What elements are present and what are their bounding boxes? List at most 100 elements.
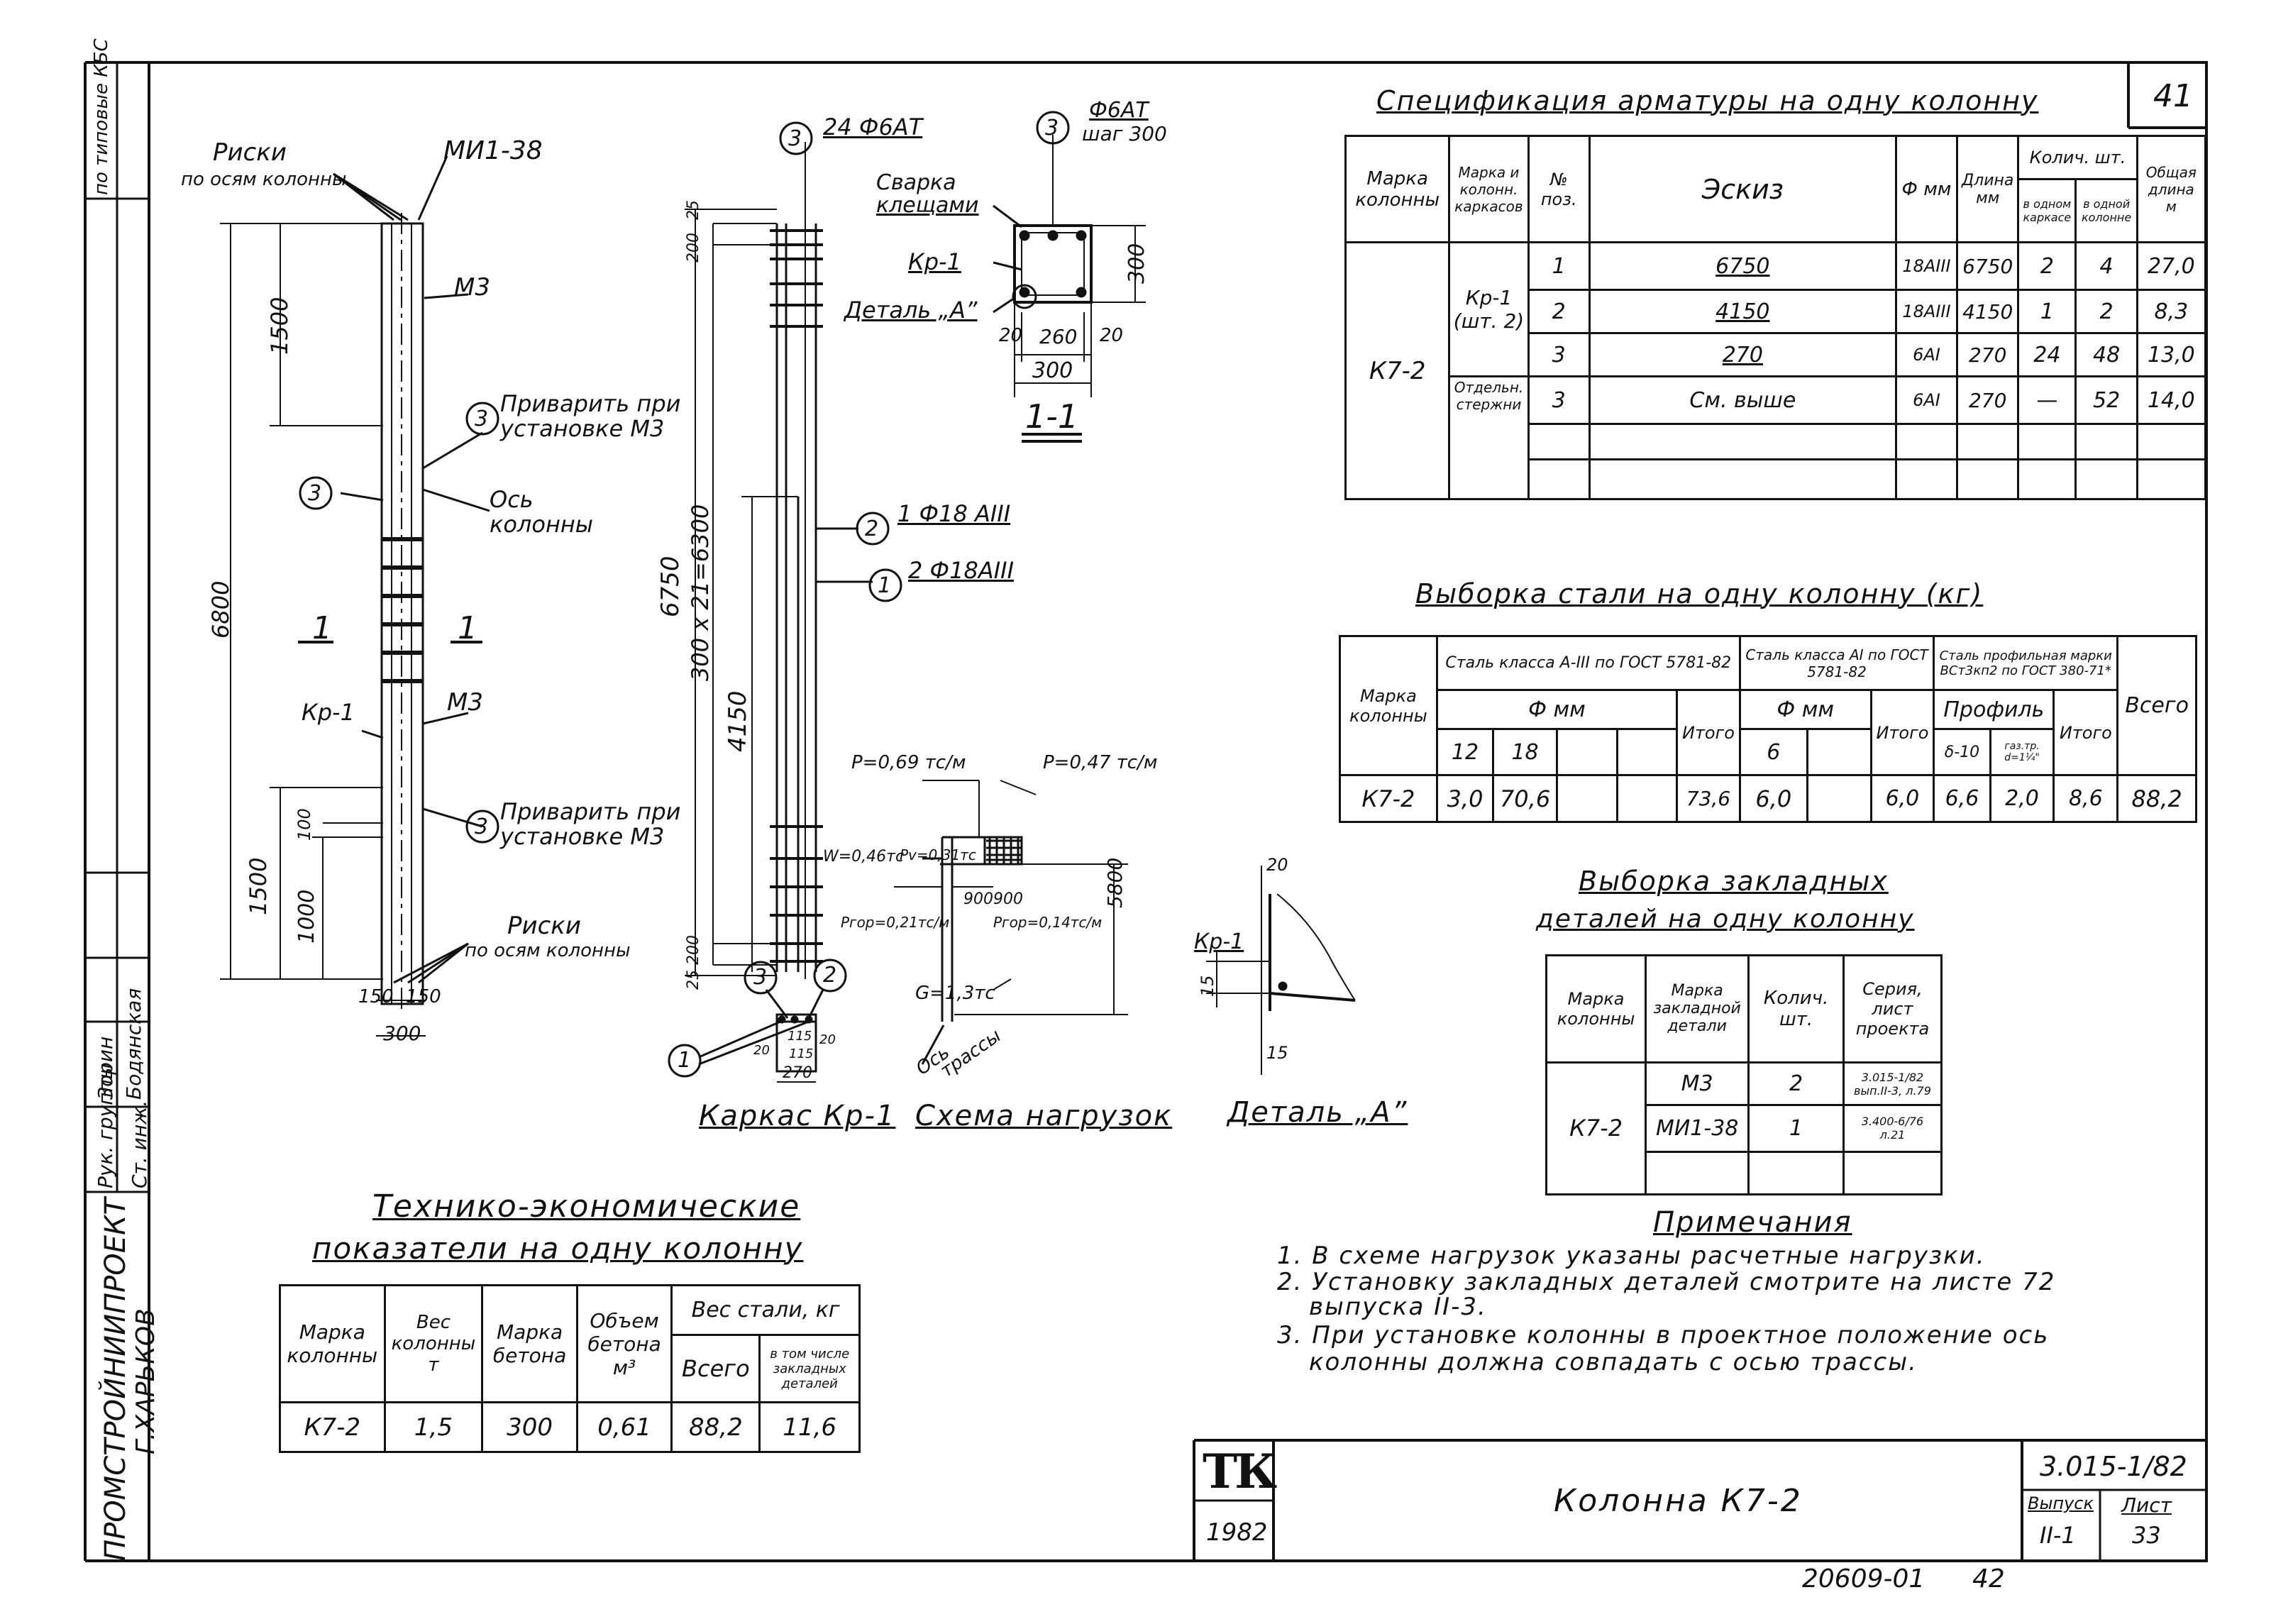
tech-row-vol: 0,61	[575, 1401, 673, 1453]
tech-row-mark: К7-2	[279, 1401, 386, 1453]
archive-no: 20609-01	[1802, 1564, 1925, 1593]
sec-bar2: шаг 300	[1082, 122, 1167, 145]
strip-name-2: Бодянская	[122, 988, 145, 1100]
emb-title2: деталей на одну колонну	[1536, 905, 1915, 934]
frame-caption: Каркас Кр-1	[699, 1100, 896, 1132]
spec-sketch-0: 6750	[1588, 241, 1897, 292]
release-value: II-1	[2040, 1522, 2076, 1549]
mi-label: МИ1-38	[443, 136, 543, 165]
spec-h-len: Длина мм	[1956, 134, 2020, 244]
emb-qty-1: 1	[1747, 1104, 1845, 1153]
load-pgr2: Pгор=0,14тс/м	[993, 914, 1103, 931]
strip-name-1: Зорин	[94, 1036, 117, 1100]
load-pv: Pv=0,31тс	[900, 846, 976, 863]
small-sec-d270: 270	[783, 1064, 812, 1082]
spec-pos-2: 3	[1527, 332, 1591, 378]
detail-frame: Кр-1	[1194, 929, 1244, 954]
m3-top: М3	[454, 273, 490, 302]
steel-h-vsego: Всего	[2116, 634, 2197, 777]
dim-200-bot: 200	[685, 935, 702, 965]
sec-detail: Деталь „А”	[844, 297, 978, 324]
sec-dim-20a: 20	[999, 325, 1023, 346]
load-d1: 900	[963, 890, 993, 908]
spec-len-0: 6750	[1956, 241, 2020, 292]
dim-100: 100	[294, 808, 314, 841]
tech-h-steel: Вес стали, кг	[670, 1284, 861, 1336]
sec-dim-20b: 20	[1100, 325, 1124, 346]
load-height: 5800	[1103, 857, 1127, 908]
sheet-code: 3.015-1/82	[2040, 1451, 2187, 1482]
spec-q1-1: 1	[2017, 289, 2077, 335]
sec-caption: 1-1	[1025, 397, 1079, 436]
riski-bottom-sub: по осям колонны	[465, 940, 631, 961]
tech-row-all: 88,2	[670, 1401, 761, 1453]
sheet-year: 1982	[1206, 1518, 1268, 1547]
spec-q1-3: —	[2017, 375, 2077, 426]
weld-text-top: Приварить при	[500, 390, 681, 417]
steel-d18: 18	[1492, 727, 1558, 777]
sec-weld: Сварка	[876, 170, 956, 195]
tech-row-weight: 1,5	[383, 1401, 484, 1453]
callout-frame-2: 2	[865, 517, 879, 541]
spec-sketch-1: 4150	[1588, 289, 1897, 335]
spec-pos-0: 1	[1527, 241, 1591, 292]
detail-caption: Деталь „А”	[1227, 1096, 1408, 1129]
spec-sketch-3: См. выше	[1588, 375, 1897, 426]
spec-pos-3: 3	[1527, 375, 1591, 426]
tech-table: Марка колонны Вес колонны т Марка бетона…	[279, 1284, 861, 1453]
callout-3b: 3	[308, 481, 322, 506]
steel-row-mark: К7-2	[1339, 774, 1438, 823]
frame-label-col: Кр-1	[302, 699, 355, 726]
note-3: 3. При установке колонны в проектное пол…	[1277, 1321, 2050, 1349]
emb-h-mark: Марка колонны	[1545, 954, 1647, 1064]
detail-a	[1206, 866, 1356, 1075]
sec-callout-3: 3	[1045, 116, 1059, 140]
spec-dia-2: 6АI	[1894, 332, 1959, 378]
dim-150b: 150	[406, 986, 441, 1007]
emb-ser-1: 3.400-6/76 л.21	[1842, 1104, 1943, 1153]
tk-logo: ТК	[1203, 1444, 1277, 1499]
load-pgr1: Pгор=0,21тс/м	[841, 914, 950, 931]
steel-h-mark: Марка колонны	[1339, 634, 1438, 777]
spec-h-mark: Марка колонны	[1344, 134, 1451, 244]
axis-label: Ось	[490, 486, 534, 513]
spec-h-dia: Ф мм	[1894, 134, 1959, 244]
load-g: G=1,3тс	[915, 983, 995, 1004]
emb-title: Выборка закладных	[1579, 866, 1889, 897]
tech-title: Технико-экономические	[372, 1188, 801, 1225]
steel-h-fmm1: Ф мм	[1435, 689, 1679, 730]
steel-row-it2: 6,0	[1869, 774, 1935, 823]
spec-total-1: 8,3	[2135, 289, 2207, 335]
load-p1: P=0,69 тс/м	[851, 752, 966, 773]
section-1-1	[993, 111, 1146, 443]
spec-h-qty-frame: в одном каркасе	[2017, 178, 2077, 244]
steel-row-it1: 73,6	[1676, 774, 1741, 823]
m3-mid: М3	[447, 688, 483, 717]
riski-bottom: Риски	[507, 912, 581, 940]
note-3b: колонны должна совпадать с осью трассы.	[1309, 1348, 1918, 1376]
spec-dia-1: 18АIII	[1894, 289, 1959, 335]
section-mark-right: 1	[458, 610, 477, 646]
spec-table: Марка колонны Марка и колонн. каркасов №…	[1344, 134, 2207, 500]
org-name: ПРОМСТРОЙНИИПРОЕКТ	[99, 1198, 132, 1561]
small-sec-d115b: 115	[789, 1046, 814, 1061]
spec-total-3: 14,0	[2135, 375, 2207, 426]
spec-len-1: 4150	[1956, 289, 2020, 335]
spec-frame1b: (шт. 2)	[1453, 309, 1525, 333]
steel-row-total: 88,2	[2116, 774, 2197, 823]
sheet-no-top: 41	[2153, 78, 2193, 114]
callout-frame-1: 1	[878, 573, 892, 598]
release-label: Выпуск	[2028, 1493, 2094, 1513]
steel-row-a12: 3,0	[1435, 774, 1495, 823]
bar-label-1: 2 Ф18АIII	[908, 557, 1014, 584]
steel-h-a1: Сталь класса АI по ГОСТ 5781-82	[1738, 634, 1935, 692]
sec-bar: Ф6АТ	[1089, 98, 1149, 123]
spec-dia-3: 6АI	[1894, 375, 1959, 426]
spec-pos-1: 2	[1527, 289, 1591, 335]
riski-top: Риски	[213, 138, 287, 167]
emb-h-qty: Колич. шт.	[1747, 954, 1845, 1064]
spec-sketch-2: 270	[1588, 332, 1897, 378]
callout-frame-3: 3	[788, 126, 802, 151]
sec-weld2: клещами	[876, 193, 979, 218]
steel-h-a3: Сталь класса А-III по ГОСТ 5781-82	[1435, 634, 1741, 692]
